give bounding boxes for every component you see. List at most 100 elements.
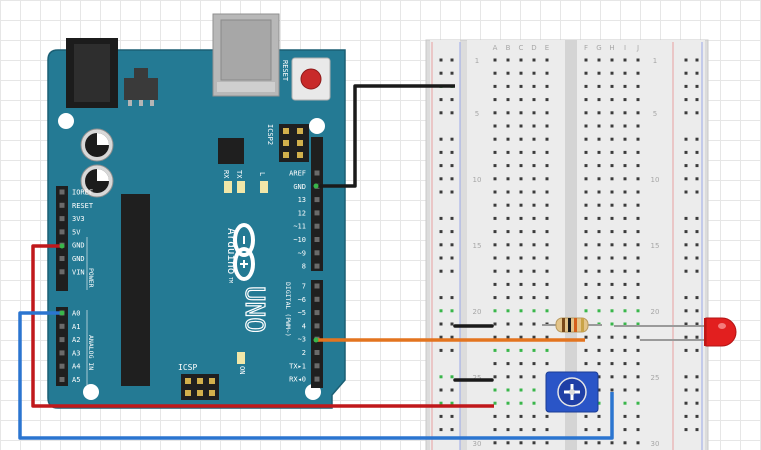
breadboard-hole <box>636 98 640 102</box>
rail-hole <box>684 296 688 300</box>
breadboard-hole <box>623 98 627 102</box>
row-num-30: 30 <box>473 440 482 448</box>
rail-hole <box>450 414 454 418</box>
breadboard-hole <box>597 190 601 194</box>
breadboard-hole <box>597 309 601 313</box>
breadboard-hole <box>597 441 601 445</box>
breadboard-hole <box>623 190 627 194</box>
breadboard-hole <box>636 428 640 432</box>
breadboard-hole <box>610 190 614 194</box>
breadboard-hole <box>597 216 601 220</box>
digital-header-top <box>311 137 323 271</box>
breadboard-hole <box>636 256 640 260</box>
breadboard-hole <box>506 296 510 300</box>
breadboard-hole <box>623 111 627 115</box>
header-pin <box>314 223 320 229</box>
breadboard-hole <box>506 309 510 313</box>
breadboard-hole <box>493 375 497 379</box>
breadboard-hole <box>597 375 601 379</box>
breadboard-hole <box>623 401 627 405</box>
breadboard-hole <box>584 269 588 273</box>
breadboard-hole <box>584 309 588 313</box>
breadboard-hole <box>519 309 523 313</box>
breadboard-hole <box>610 375 614 379</box>
resistor[interactable] <box>542 317 602 333</box>
rail-hole <box>695 58 699 62</box>
rail-hole <box>450 177 454 181</box>
breadboard-hole <box>545 137 549 141</box>
pin-label: 13 <box>298 196 306 204</box>
rail-hole <box>450 216 454 220</box>
breadboard-hole <box>506 137 510 141</box>
breadboard-hole <box>532 414 536 418</box>
header-pin <box>59 189 65 195</box>
rail-hole <box>439 335 443 339</box>
breadboard-hole <box>545 269 549 273</box>
red-led[interactable] <box>614 317 737 347</box>
breadboard-hole <box>545 362 549 366</box>
breadboard-hole <box>532 84 536 88</box>
row-num-25: 25 <box>473 374 482 382</box>
rail-hole <box>450 98 454 102</box>
breadboard-hole <box>506 282 510 286</box>
breadboard-hole <box>623 428 627 432</box>
breadboard-hole <box>584 203 588 207</box>
header-pin <box>59 256 65 261</box>
analog-header <box>56 307 68 386</box>
breadboard-hole <box>493 269 497 273</box>
pin-label: ~3 <box>298 336 306 344</box>
breadboard-hole <box>532 58 536 62</box>
breadboard-hole <box>519 216 523 220</box>
breadboard-hole <box>584 58 588 62</box>
header-pin <box>314 310 320 316</box>
breadboard-hole <box>519 362 523 366</box>
breadboard-hole <box>506 401 510 405</box>
breadboard-hole <box>493 177 497 181</box>
breadboard-hole <box>506 348 510 352</box>
breadboard-hole <box>493 401 497 405</box>
breadboard-hole <box>519 71 523 75</box>
potentiometer[interactable] <box>545 371 599 413</box>
breadboard-hole <box>532 335 536 339</box>
breadboard-hole <box>584 84 588 88</box>
breadboard-hole <box>545 282 549 286</box>
rail-hole <box>684 348 688 352</box>
dc-power-jack <box>66 38 118 108</box>
reset-button[interactable] <box>291 57 331 101</box>
breadboard-hole <box>584 296 588 300</box>
capacitor <box>80 128 114 162</box>
row-num-10-right: 10 <box>651 176 660 184</box>
breadboard-hole <box>597 401 601 405</box>
breadboard-hole <box>519 348 523 352</box>
breadboard-hole <box>532 203 536 207</box>
breadboard-hole <box>610 362 614 366</box>
analog-label: ANALOG IN <box>87 335 95 370</box>
breadboard-hole <box>597 335 601 339</box>
rail-hole <box>695 269 699 273</box>
header-pin <box>59 377 65 382</box>
rail-hole <box>695 150 699 154</box>
breadboard-hole <box>519 58 523 62</box>
breadboard-hole <box>623 58 627 62</box>
rail-hole <box>450 111 454 115</box>
breadboard-hole <box>532 269 536 273</box>
header-pin <box>59 269 65 275</box>
breadboard-hole <box>610 388 614 392</box>
header-pin <box>314 296 320 302</box>
header-pin <box>314 237 320 242</box>
breadboard-hole <box>506 164 510 168</box>
row-num-1: 1 <box>475 57 479 65</box>
rx-label: RX <box>222 170 230 179</box>
rail-hole <box>695 164 699 168</box>
breadboard-hole <box>636 58 640 62</box>
breadboard-hole <box>597 71 601 75</box>
breadboard-hole <box>506 71 510 75</box>
icsp2-label: ICSP2 <box>266 124 274 145</box>
breadboard-hole <box>610 348 614 352</box>
rail-hole <box>684 190 688 194</box>
col-label-e: E <box>545 44 549 52</box>
rail-hole <box>450 256 454 260</box>
breadboard-hole <box>610 441 614 445</box>
breadboard-hole <box>597 58 601 62</box>
breadboard-hole <box>610 282 614 286</box>
